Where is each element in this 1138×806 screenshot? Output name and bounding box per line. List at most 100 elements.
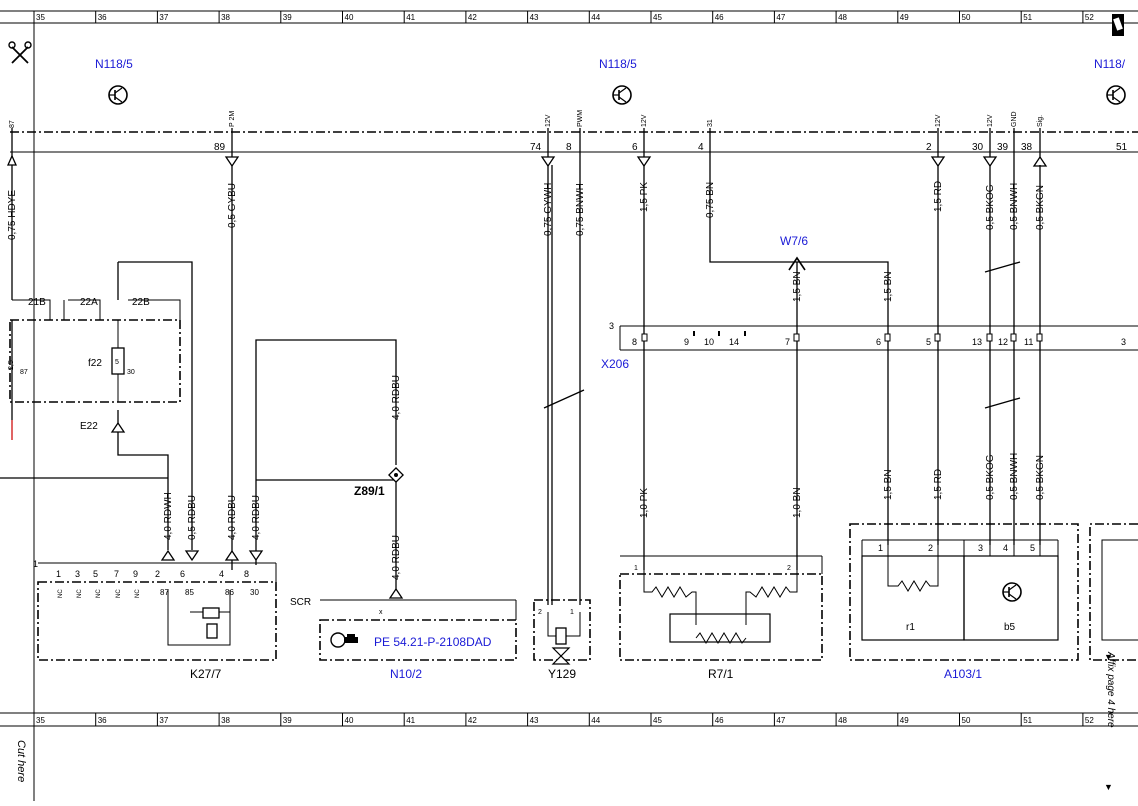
wire-labels: 0,75 HDYE 0,5 GYBU 0,75 GYWH 0,75 BNWH 1…: [7, 181, 1046, 580]
page-corner-icon: [1112, 14, 1124, 36]
signal-12v: 12V: [935, 114, 942, 127]
svg-text:13: 13: [972, 337, 982, 347]
y129-label: Y129: [548, 667, 576, 681]
svg-text:6: 6: [180, 569, 185, 579]
ruler-number: 41: [406, 13, 415, 22]
svg-text:2: 2: [928, 543, 933, 553]
svg-text:3: 3: [75, 569, 80, 579]
pin-arrow-icons: [6, 154, 1048, 168]
a103-label: A103/1: [944, 667, 982, 681]
bus-pin-4: 4: [698, 142, 704, 153]
signal-12v: 12V: [987, 114, 994, 127]
svg-text:3: 3: [609, 321, 614, 331]
signal-31: 31: [707, 119, 714, 127]
r7-pin-1: 1: [634, 565, 638, 572]
svg-text:3: 3: [1121, 337, 1126, 347]
svg-text:NC: NC: [96, 589, 102, 598]
transistor-icon: [1002, 582, 1022, 602]
svg-text:7: 7: [785, 337, 790, 347]
svg-text:1,5 BN: 1,5 BN: [883, 271, 894, 302]
pointing-hand-icon: [330, 632, 358, 648]
n118-left-label: N118/5: [95, 57, 133, 71]
ruler-number: 37: [159, 13, 168, 22]
ruler-number: 35: [36, 13, 45, 22]
svg-text:86: 86: [225, 588, 234, 597]
svg-text:7: 7: [114, 569, 119, 579]
svg-text:1: 1: [33, 559, 38, 569]
a103-module: [849, 523, 1079, 661]
next-module-partial: [1089, 523, 1138, 661]
ruler-number: 48: [838, 13, 847, 22]
ruler-number: 49: [900, 13, 909, 22]
svg-text:0,5 BKGN: 0,5 BKGN: [1035, 455, 1046, 500]
ruler-number: 43: [530, 716, 539, 725]
ruler-number: 48: [838, 716, 847, 725]
z89-label: Z89/1: [354, 484, 385, 498]
bus-pin-74: 74: [530, 142, 542, 153]
svg-text:4,0 RDBU: 4,0 RDBU: [251, 495, 262, 540]
svg-text:2: 2: [155, 569, 160, 579]
svg-text:1,0 BN: 1,0 BN: [792, 487, 803, 518]
svg-text:21B: 21B: [28, 297, 46, 308]
bus-pin-8: 8: [566, 142, 572, 153]
k27-label: K27/7: [190, 667, 222, 681]
svg-text:4: 4: [1003, 543, 1008, 553]
svg-text:12: 12: [998, 337, 1008, 347]
svg-text:11: 11: [1024, 337, 1033, 347]
svg-text:0,75 BN: 0,75 BN: [705, 182, 716, 218]
ruler-number: 47: [776, 13, 785, 22]
bus-pin-38: 38: [1021, 142, 1033, 153]
ruler-number: 39: [283, 716, 292, 725]
ruler-number: 47: [776, 716, 785, 725]
ruler-number: 45: [653, 716, 662, 725]
ruler-number: 37: [159, 716, 168, 725]
a103-pin-labels: 1 2 3 4 5: [878, 543, 1035, 553]
b5-label: b5: [1004, 622, 1016, 633]
svg-text:1,5 PK: 1,5 PK: [639, 182, 650, 212]
svg-text:10: 10: [704, 337, 714, 347]
r7-pin-2: 2: [787, 565, 791, 572]
svg-text:4,0 RDBU: 4,0 RDBU: [391, 535, 402, 580]
n10-module: [319, 587, 517, 661]
svg-text:8: 8: [632, 337, 637, 347]
svg-text:1,5 BN: 1,5 BN: [792, 271, 803, 302]
svg-text:6: 6: [876, 337, 881, 347]
w7-ground-icon: [788, 256, 806, 271]
bus-pin-6: 6: [632, 142, 638, 153]
svg-text:0,75 GYWH: 0,75 GYWH: [543, 183, 554, 236]
bus-pin-30: 30: [972, 142, 984, 153]
e22-fusebox: [9, 299, 181, 433]
signal-12v: 12V: [545, 114, 552, 127]
svg-text:1: 1: [56, 569, 61, 579]
svg-text:5: 5: [115, 359, 119, 366]
bus-pin-2: 2: [926, 142, 932, 153]
r1-label: r1: [906, 622, 915, 633]
ruler-number: 40: [345, 13, 354, 22]
bus-pin-87: 87: [9, 120, 16, 128]
transistor-icon: [1106, 85, 1126, 105]
z89-splice-icon: [388, 467, 404, 483]
svg-text:5: 5: [1030, 543, 1035, 553]
pe-reference-link[interactable]: PE 54.21-P-2108DAD: [374, 635, 492, 649]
svg-text:3: 3: [978, 543, 983, 553]
svg-text:0,5 GYBU: 0,5 GYBU: [227, 183, 238, 228]
y129-pin-2: 2: [538, 609, 542, 616]
ruler-number: 42: [468, 716, 477, 725]
svg-text:9: 9: [684, 337, 689, 347]
svg-text:0,5 BNWH: 0,5 BNWH: [1009, 183, 1020, 230]
ruler-number: 39: [283, 13, 292, 22]
affix-arrow-top-icon: ▼: [1104, 652, 1113, 662]
bus-pin-connectors: [11, 128, 1041, 165]
y129-valve: [533, 599, 591, 665]
n118-right-label: N118/: [1094, 57, 1126, 71]
signal-sig: Sig.: [1037, 115, 1044, 127]
svg-text:22B: 22B: [132, 297, 150, 308]
k27-arrow-icons: [160, 549, 264, 562]
svg-text:0,75 HDYE: 0,75 HDYE: [7, 190, 18, 240]
affix-arrow-bottom-icon: ▼: [1104, 782, 1113, 792]
transistor-icon: [108, 85, 128, 105]
ruler-number: 35: [36, 716, 45, 725]
ruler-number: 52: [1085, 13, 1094, 22]
